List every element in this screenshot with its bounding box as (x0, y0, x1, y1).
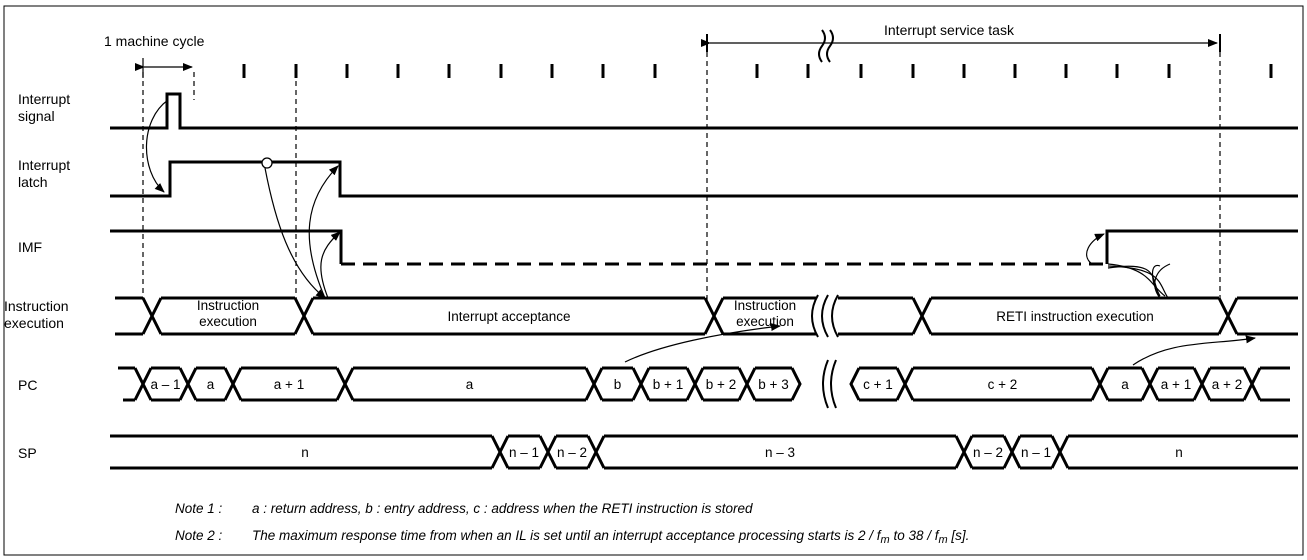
bus-transition (1050, 435, 1070, 469)
pc-value-label: a + 2 (1212, 377, 1242, 392)
pc-value-label: c + 1 (863, 377, 893, 392)
bus-transition (584, 367, 604, 401)
bus-transition (1140, 367, 1160, 401)
machine-cycle-ticks (242, 64, 1273, 78)
pc-value-label: c + 2 (988, 377, 1018, 392)
interrupt-latch-label: Interrupt latch (18, 157, 74, 190)
pc-value-label: a – 1 (150, 377, 180, 392)
sp-value-label: n – 1 (509, 445, 539, 460)
note-1-label: Note 1 : (175, 501, 223, 516)
bus-transition (1217, 297, 1239, 335)
bus-transition (1090, 367, 1110, 401)
bus-transition (538, 435, 558, 469)
bus-transition (133, 367, 153, 401)
bus-transition (703, 297, 725, 335)
latch-marker-circle (261, 157, 273, 169)
note-2-text: The maximum response time from when an I… (252, 528, 969, 546)
sp-value-label: n (301, 445, 309, 460)
bus-transition (790, 367, 802, 401)
sp-value-label: n – 2 (973, 445, 1003, 460)
bus-transition (293, 297, 315, 335)
service-task-label: Interrupt service task (884, 22, 1015, 38)
sp-row: n n – 1 n – 2 n – 3 n – 2 n – 1 n (110, 434, 1298, 470)
sp-value-label: n – 2 (557, 445, 587, 460)
bus-transition (1002, 435, 1022, 469)
pc-value-label: b + 3 (758, 377, 788, 392)
bus-transition (849, 367, 861, 401)
bus-transition (954, 435, 974, 469)
bus-transition (223, 367, 243, 401)
bus-transition (586, 435, 606, 469)
pc-value-label: a + 1 (274, 377, 304, 392)
bus-transition (1192, 367, 1212, 401)
sp-label: SP (18, 445, 37, 461)
bus-transition (685, 367, 705, 401)
bus-transition (178, 367, 198, 401)
bus-transition (1242, 367, 1262, 401)
interrupt-latch-wave (110, 160, 1298, 198)
pc-label: PC (18, 377, 37, 393)
note-2-label: Note 2 : (175, 528, 223, 543)
bus-transition (737, 367, 757, 401)
imf-label: IMF (18, 239, 42, 255)
instruction-segment-label: Interrupt acceptance (447, 309, 570, 324)
imf-wave-high (110, 229, 343, 264)
pc-value-label: b (614, 377, 622, 392)
pc-value-label: b + 1 (653, 377, 683, 392)
pc-value-label: a (1121, 377, 1129, 392)
instruction-segment-label: RETI instruction execution (996, 309, 1154, 324)
sp-value-label: n (1175, 445, 1183, 460)
bus-transition (895, 367, 915, 401)
pc-value-label: a + 1 (1161, 377, 1191, 392)
pc-value-label: a (466, 377, 474, 392)
sp-value-label: n – 3 (765, 445, 795, 460)
causal-arrows (145, 99, 1256, 366)
note-1-text: a : return address, b : entry address, c… (252, 501, 753, 516)
pc-row: a – 1 a a + 1 a b b + 1 b + 2 b + 3 c + 1 c + 2 a a… (118, 359, 1290, 409)
bus-transition (141, 297, 163, 335)
break-symbol (822, 359, 837, 409)
bus-transition (911, 297, 933, 335)
interrupt-signal-label: Interrupt signal (18, 91, 74, 124)
diagram-frame (3, 5, 1304, 556)
sp-value-label: n – 1 (1021, 445, 1051, 460)
bus-transition (490, 435, 510, 469)
bus-transition (631, 367, 651, 401)
imf-wave-return (1105, 229, 1298, 264)
break-symbol (811, 294, 839, 338)
machine-cycle-label: 1 machine cycle (104, 33, 205, 49)
instruction-execution-label: Instruction execution (4, 298, 72, 331)
reti-to-imf-arrow (1107, 263, 1166, 297)
break-symbols (818, 29, 834, 63)
bus-transition (335, 367, 355, 401)
pc-value-label: b + 2 (706, 377, 736, 392)
interrupt-signal-wave (110, 92, 1298, 130)
pc-value-label: a (207, 377, 215, 392)
